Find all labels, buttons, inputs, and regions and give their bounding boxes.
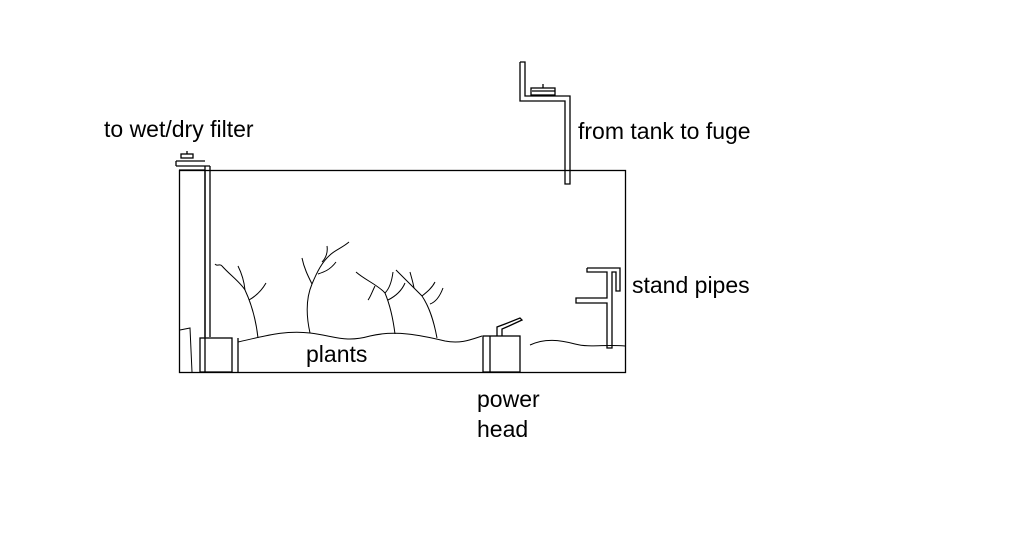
- left-floor-ledge: [179, 327, 193, 373]
- sand-bed-line: [237, 331, 626, 347]
- label-head-line: head: [477, 416, 529, 442]
- stand-pipes: [575, 267, 621, 349]
- drain-pipe-to-filter: [175, 151, 211, 337]
- plant-2: [301, 241, 350, 334]
- tank-outline: [178, 169, 627, 374]
- power-head: [482, 317, 524, 373]
- label-stand-pipes: stand pipes: [632, 272, 750, 298]
- label-plants: plants: [306, 341, 368, 367]
- inlet-pipe-from-tank: [519, 61, 571, 185]
- overflow-box: [179, 169, 206, 372]
- plant-4: [395, 269, 444, 339]
- plant-1: [214, 263, 267, 339]
- label-power-line: power: [477, 386, 540, 412]
- label-power-head: power head: [477, 384, 540, 444]
- label-from-tank-to-fuge: from tank to fuge: [578, 118, 751, 144]
- plant-3: [355, 271, 406, 335]
- label-to-wet-dry-filter: to wet/dry filter: [104, 116, 254, 142]
- overflow-box-inner: [199, 337, 233, 373]
